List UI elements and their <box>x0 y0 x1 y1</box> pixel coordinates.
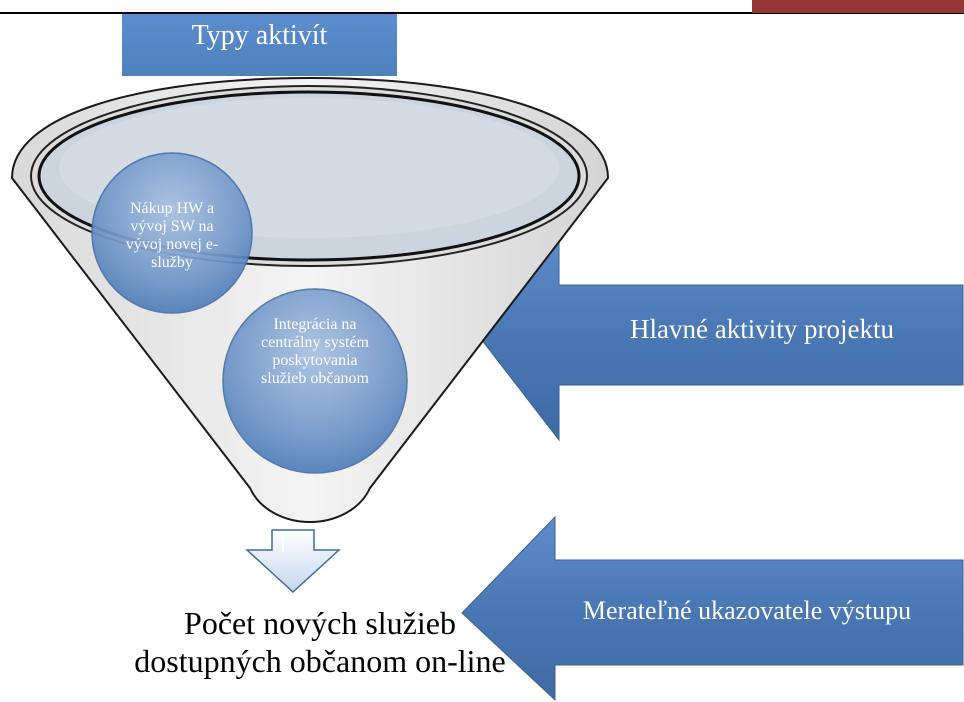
activity-label-2: Integrácia na centrálny systém poskytova… <box>261 316 369 387</box>
header-rule <box>0 12 964 14</box>
activity-circle-1 <box>91 152 253 314</box>
main-activities-arrow <box>477 228 964 442</box>
output-label: Počet nových služieb dostupných občanom … <box>134 605 506 679</box>
down-arrow-icon <box>245 529 341 594</box>
diagram-title: Typy aktivít <box>191 20 328 51</box>
activity-label-1: Nákup HW a vývoj SW na vývoj novej e-slu… <box>125 200 219 271</box>
header-accent-tab <box>752 0 964 13</box>
title-box <box>122 14 397 76</box>
activity-circle-2 <box>222 288 408 474</box>
indicators-arrow <box>461 515 964 702</box>
indicators-label: Merateľné ukazovatele výstupu <box>582 596 912 625</box>
main-activities-label: Hlavné aktivity projektu <box>630 314 894 344</box>
